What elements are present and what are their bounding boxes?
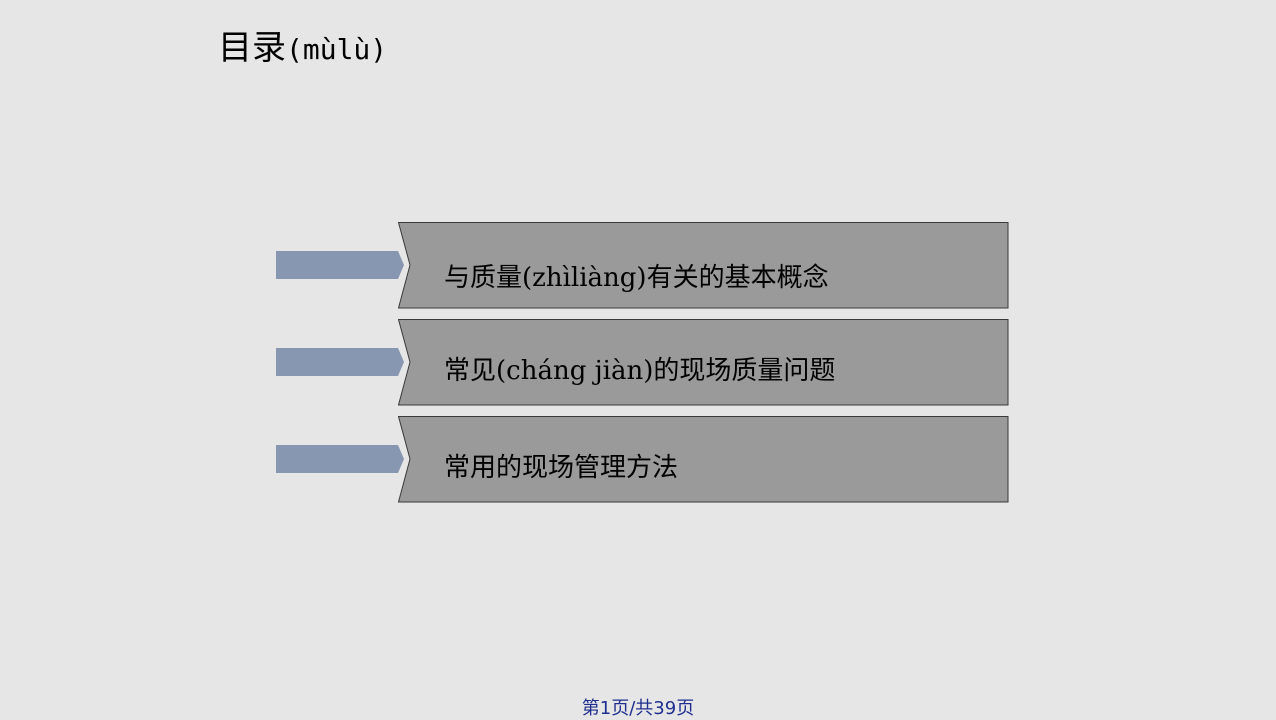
toc-tab-1 [276,251,404,279]
toc-item-label-3: 常用的现场管理方法 [444,453,679,483]
toc-box-3 [398,416,1009,503]
slide-title-pinyin: (mùlù) [286,33,388,66]
toc-box-1 [398,222,1009,309]
toc-tab-2 [276,348,404,376]
toc-tab-3 [276,445,404,473]
toc-item-label-2: 常见(cháng jiàn)的现场质量问题 [444,356,836,386]
page-indicator: 第1页/共39页 [581,698,695,719]
slide-title-main: 目录 [218,28,286,68]
toc-item-3[interactable]: 常用的现场管理方法 [0,416,1276,504]
toc-item-1[interactable]: 与质量(zhìliàng)有关的基本概念 [0,222,1276,310]
toc-item-label-1: 与质量(zhìliàng)有关的基本概念 [444,263,829,293]
toc-item-2[interactable]: 常见(cháng jiàn)的现场质量问题 [0,319,1276,407]
slide-title: 目录(mùlù) [218,28,388,68]
toc-box-2 [398,319,1009,406]
